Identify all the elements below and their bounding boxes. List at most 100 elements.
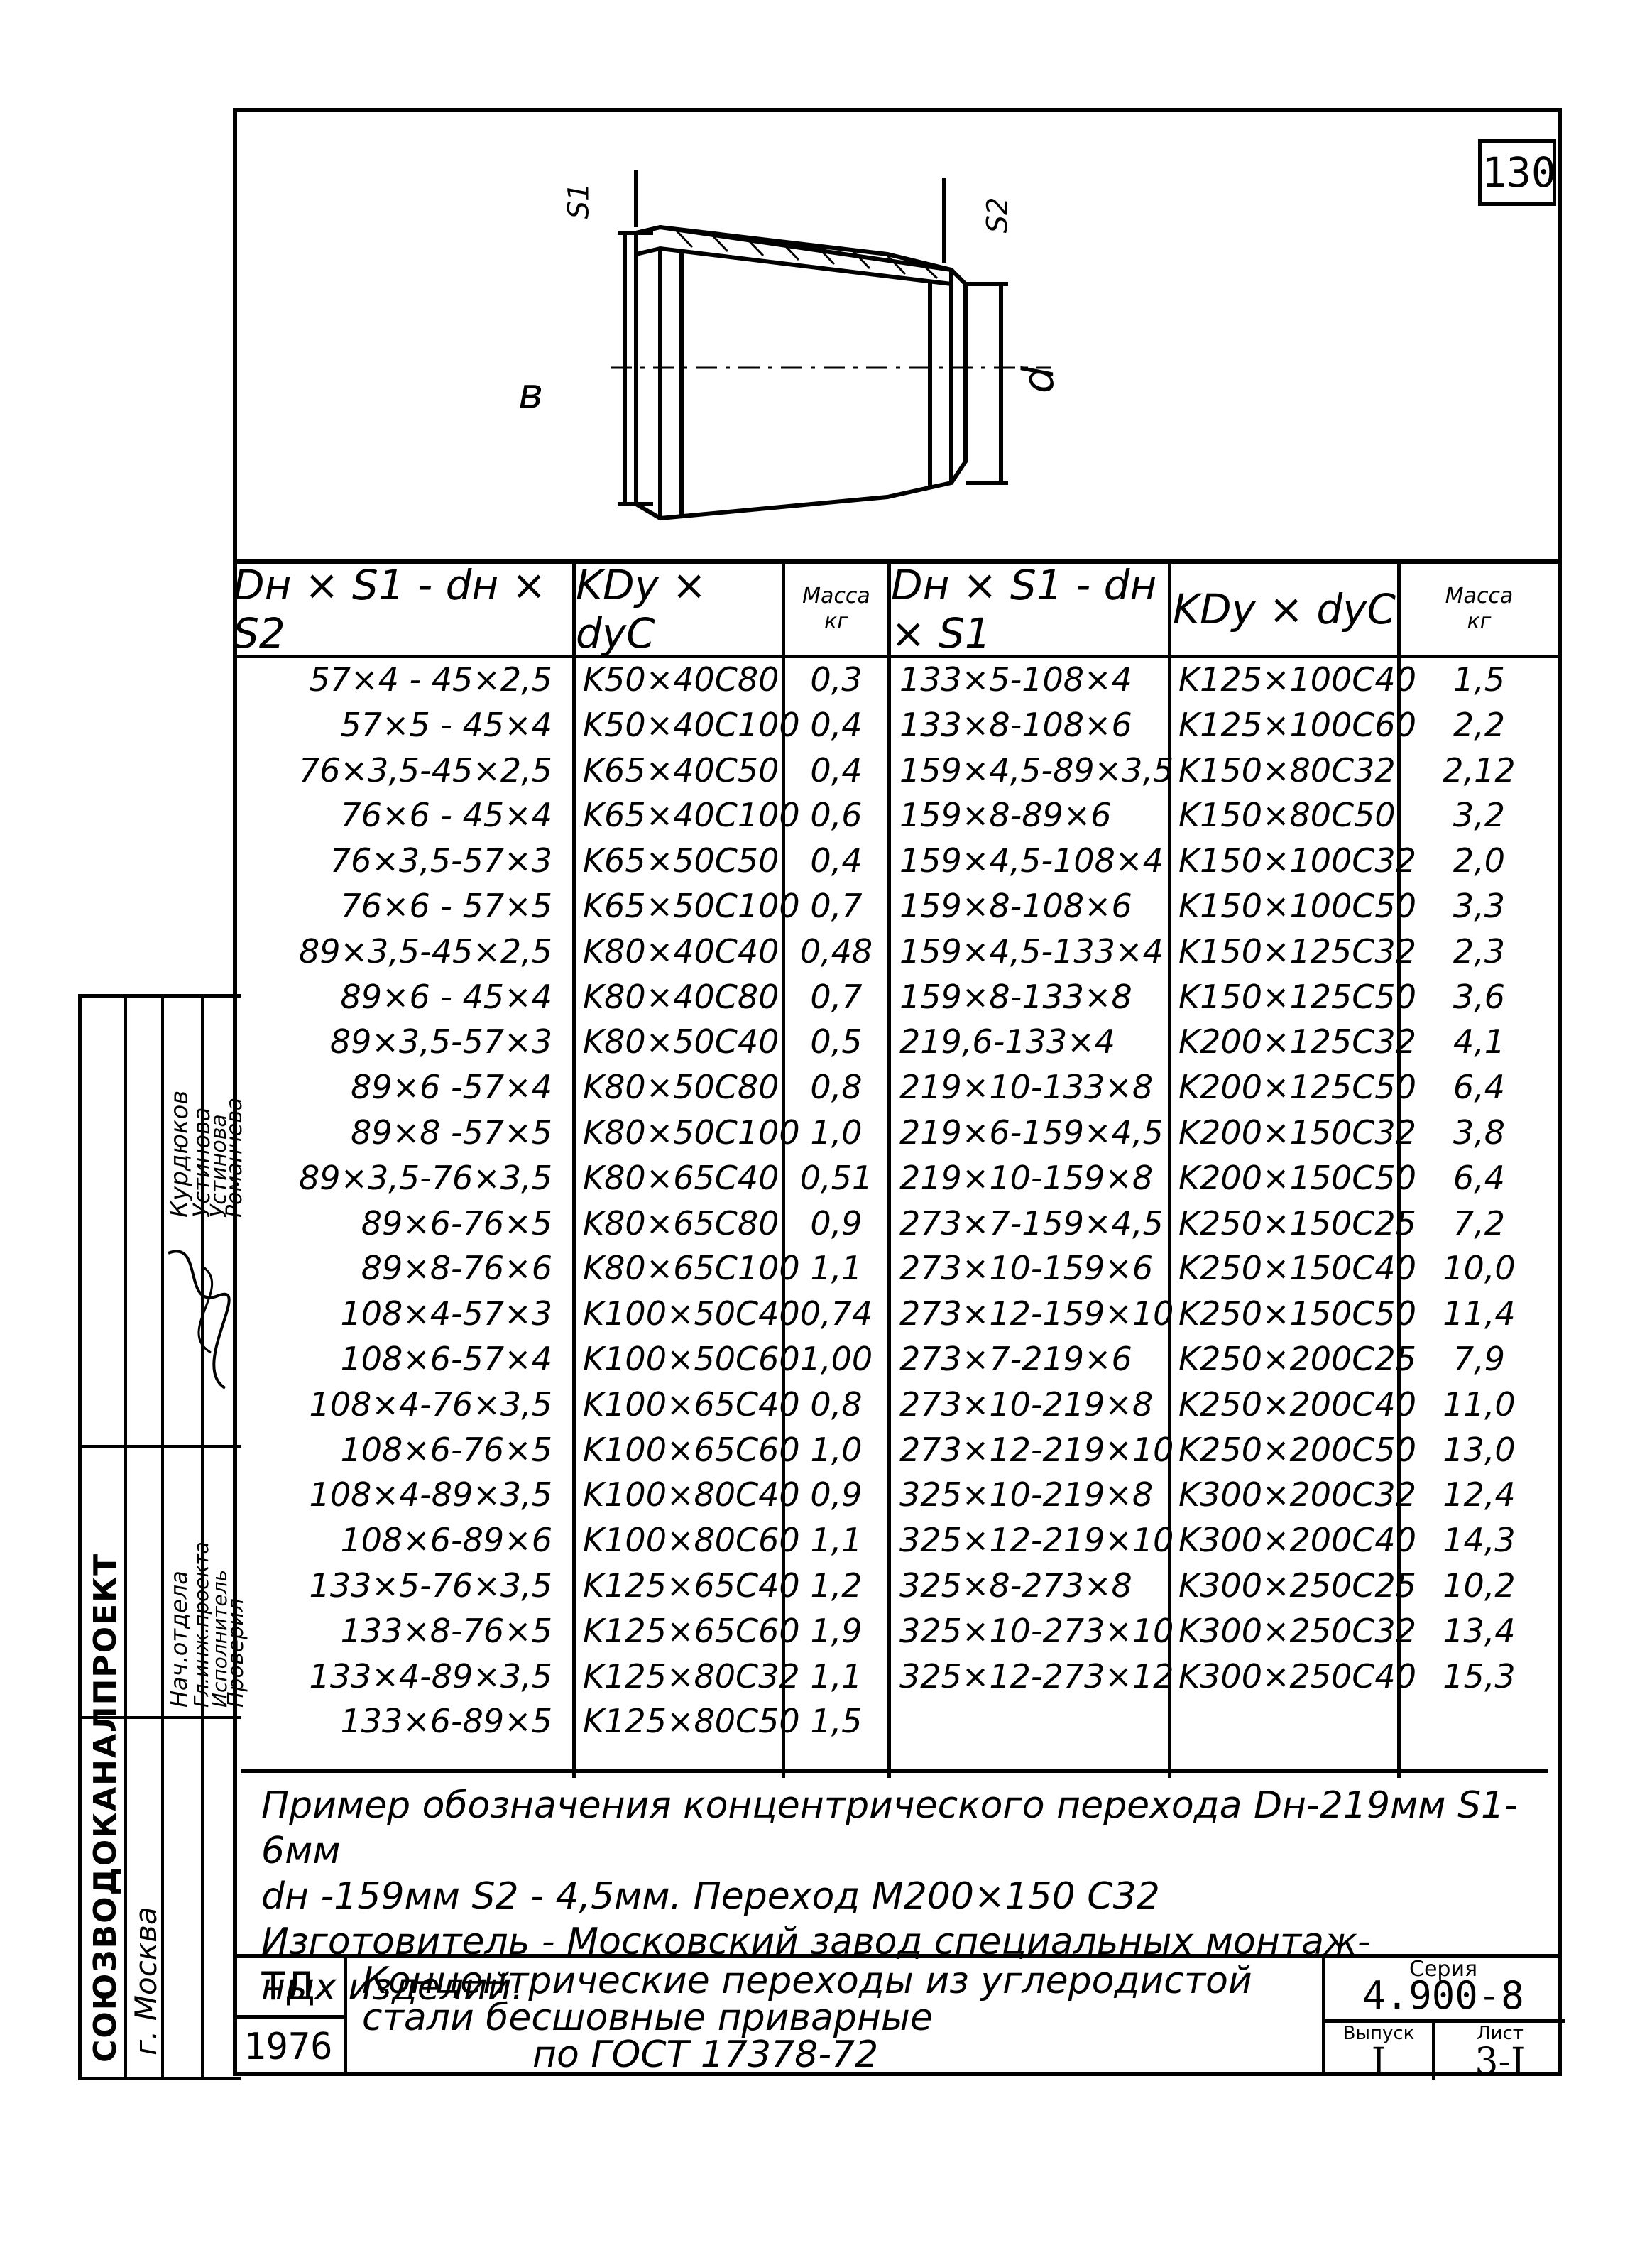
sheet-label: Лист <box>1477 2023 1524 2044</box>
table-cell: 0,4 <box>810 841 863 880</box>
table-cell: K250×200C40 <box>1178 1385 1416 1424</box>
series-block: Серия 4.900-8 Выпуск I Лист 3-I <box>1322 1957 1565 2080</box>
table-cell: 325×12-219×10 <box>899 1521 1174 1560</box>
table-cell: 133×5-76×3,5 <box>309 1566 552 1605</box>
table-cell: 108×4-89×3,5 <box>309 1475 552 1514</box>
header-mass-2: Масса кг <box>1401 564 1558 658</box>
table-cell: 1,0 <box>810 1113 863 1152</box>
stamp-organization: СОЮЗВОДОКАНАЛПРОЕКТ <box>87 1552 124 2063</box>
table-cell: 89×8 -57×5 <box>351 1113 552 1152</box>
table-cell: K150×100C50 <box>1178 886 1416 925</box>
table-cell: 2,2 <box>1453 705 1506 744</box>
table-cell: 273×7-159×4,5 <box>899 1203 1164 1243</box>
table-cell: K80×40C80 <box>583 977 779 1016</box>
table-cell: 1,1 <box>810 1249 863 1288</box>
table-cell: 89×3,5-76×3,5 <box>298 1158 552 1197</box>
table-cell: 3,2 <box>1453 796 1506 835</box>
table-cell: 0,3 <box>810 660 863 699</box>
title-line-2: стали бесшовные приварные <box>362 1997 933 2039</box>
table-cell: 89×3,5-57×3 <box>329 1022 552 1061</box>
table-cell: K100×65C40 <box>583 1385 800 1424</box>
table-cell: 273×12-159×10 <box>899 1294 1174 1333</box>
table-cell: 0,4 <box>810 705 863 744</box>
table-cell: K80×50C80 <box>583 1068 779 1107</box>
document-year: 1976 <box>233 2018 347 2076</box>
table-cell: 76×3,5-45×2,5 <box>298 750 552 790</box>
table-cell: 3,8 <box>1453 1113 1506 1152</box>
table-cell: K125×65C60 <box>583 1611 800 1650</box>
table-cell: 10,0 <box>1443 1249 1516 1288</box>
table-cell: K100×50C60 <box>583 1339 800 1378</box>
table-cell: K80×50C100 <box>583 1113 800 1152</box>
table-cell: 0,7 <box>810 886 863 925</box>
table-cell: 0,51 <box>799 1158 873 1197</box>
table-cell: 273×12-219×10 <box>899 1430 1174 1469</box>
title-line-3: по ГОСТ 17378-72 <box>532 2033 879 2076</box>
table-cell: 2,3 <box>1453 932 1506 971</box>
table-cell: 219×10-159×8 <box>899 1158 1154 1197</box>
sheet-cell: Лист 3-I <box>1432 2019 1565 2080</box>
table-cell: 1,00 <box>799 1339 873 1378</box>
table-cell: 13,0 <box>1443 1430 1516 1469</box>
table-cell: K100×50C40 <box>583 1294 800 1333</box>
table-cell: 133×8-76×5 <box>340 1611 552 1650</box>
table-cell: K250×150C40 <box>1178 1249 1416 1288</box>
table-cell: 1,1 <box>810 1521 863 1560</box>
table-cell: K50×40C100 <box>583 705 800 744</box>
table-cell: 159×4,5-89×3,5 <box>899 750 1174 790</box>
table-cell: 6,4 <box>1453 1068 1506 1107</box>
header-code: KDy × dyC <box>576 561 782 658</box>
table-cell: K80×50C40 <box>583 1022 779 1061</box>
table-cell: 76×3,5-57×3 <box>329 841 552 880</box>
table-cell: 0,8 <box>810 1068 863 1107</box>
table-cell: 7,9 <box>1453 1339 1506 1378</box>
table-cell: 57×4 - 45×2,5 <box>309 660 552 699</box>
table-cell: 3,3 <box>1453 886 1506 925</box>
series-number: 4.900-8 <box>1362 1973 1524 2018</box>
table-cell: 14,3 <box>1443 1521 1516 1560</box>
rows-designation-left: 57×4 - 45×2,5 57×5 - 45×4 76×3,5-45×2,5 76×… <box>233 657 572 1745</box>
table-cell: 159×8-108×6 <box>899 886 1132 925</box>
table-cell: 2,12 <box>1443 750 1516 790</box>
header-designation: Dн × S1 - dн × S2 <box>233 561 572 658</box>
table-cell: K65×50C100 <box>583 886 800 925</box>
table-cell: 11,0 <box>1443 1385 1516 1424</box>
table-cell: 6,4 <box>1453 1158 1506 1197</box>
series-label: Серия <box>1409 1957 1477 1982</box>
table-cell: 1,1 <box>810 1656 863 1696</box>
reducers-table: Dн × S1 - dн × S2 57×4 - 45×2,5 57×5 - 45… <box>233 559 1558 1778</box>
header-mass-unit-2: кг <box>1467 609 1492 634</box>
table-cell: 76×6 - 45×4 <box>340 796 552 835</box>
reducer-drawing <box>611 170 1051 521</box>
table-cell: 15,3 <box>1443 1656 1516 1696</box>
table-cell: 133×4-89×3,5 <box>309 1656 552 1696</box>
table-cell: K150×80C50 <box>1178 796 1396 835</box>
table-cell: K200×125C32 <box>1178 1022 1416 1061</box>
table-cell: K80×40C40 <box>583 932 779 971</box>
table-cell: 273×7-219×6 <box>899 1339 1132 1378</box>
table-cell: 219,6-133×4 <box>899 1022 1115 1061</box>
table-cell: 57×5 - 45×4 <box>340 705 552 744</box>
table-cell: 10,2 <box>1443 1566 1516 1605</box>
table-cell: 108×6-89×6 <box>340 1521 552 1560</box>
table-cell: K250×200C50 <box>1178 1430 1416 1469</box>
table-cell: 1,5 <box>1453 660 1506 699</box>
table-cell: 159×4,5-108×4 <box>899 841 1164 880</box>
table-cell: 1,2 <box>810 1566 863 1605</box>
stamp-name-4: Романчева <box>222 1097 247 1218</box>
column-designation-left: Dн × S1 - dн × S2 57×4 - 45×2,5 57×5 - 45… <box>233 561 576 1778</box>
dim-label-b: в <box>518 369 544 419</box>
header-designation-2: Dн × S1 - dн × S1 <box>891 561 1168 658</box>
sheet-frame <box>233 108 1562 2076</box>
table-cell: K300×200C40 <box>1178 1521 1416 1560</box>
table-cell: K300×250C40 <box>1178 1656 1416 1696</box>
dim-label-s1: S1 <box>562 182 596 219</box>
table-cell: K250×150C25 <box>1178 1203 1416 1243</box>
table-cell: 159×8-133×8 <box>899 977 1132 1016</box>
